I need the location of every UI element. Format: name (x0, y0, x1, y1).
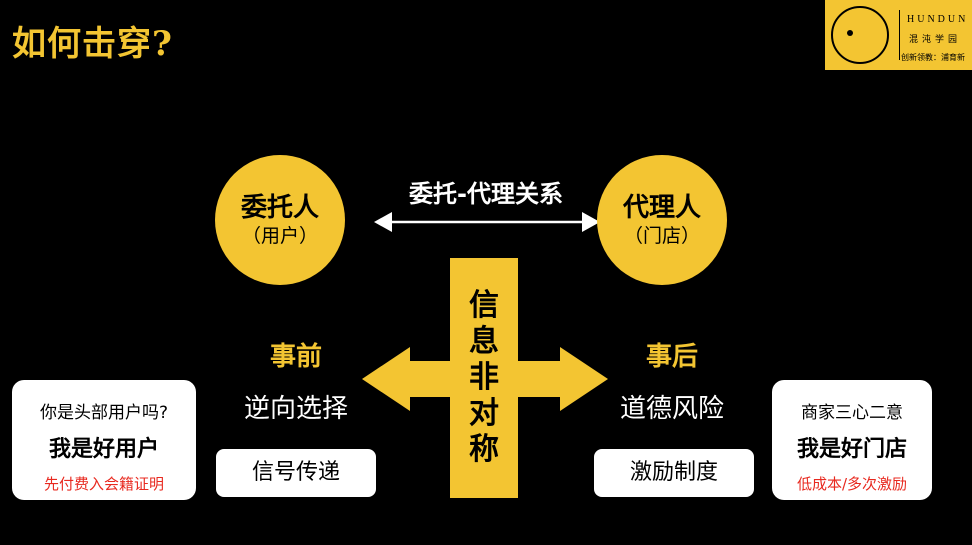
page-title: 如何击穿? (12, 24, 173, 64)
left-card-remark: 先付费入会籍证明 (43, 475, 164, 493)
relation-label: 委托-代理关系 (409, 180, 563, 208)
left-card-question: 你是头部用户吗? (39, 403, 169, 423)
agent-circle: 代理人 （门店） (597, 155, 727, 285)
right-solution: 激励制度 (594, 449, 754, 497)
left-concept: 逆向选择 (243, 394, 348, 424)
logo-cn: 混沌学园 (909, 35, 962, 45)
left-card: 你是头部用户吗? 我是好用户 先付费入会籍证明 (12, 380, 196, 500)
logo-en: HUNDUN (907, 14, 969, 25)
logo-slogan: 创新领教：浦育新 (901, 53, 965, 62)
principal-sub: （用户） (241, 225, 318, 247)
center-char: 称 (469, 432, 499, 467)
right-concept: 道德风险 (619, 394, 724, 424)
agent-label: 代理人 (622, 193, 701, 223)
agent-sub: （门店） (623, 225, 700, 247)
logo-circle-icon (831, 6, 889, 64)
left-card-answer: 我是好用户 (48, 437, 159, 462)
logo-divider (899, 10, 900, 60)
center-char: 对 (469, 396, 499, 431)
hundun-logo: HUNDUN 混沌学园 创新领教：浦育新 (825, 0, 972, 70)
right-card: 商家三心二意 我是好门店 低成本/多次激励 (772, 380, 932, 500)
info-asymmetry-text: 信 息 非 对 称 (450, 288, 518, 468)
center-char: 息 (469, 324, 499, 359)
center-char: 信 (469, 288, 499, 323)
left-solution: 信号传递 (216, 449, 376, 497)
left-phase: 事前 (269, 342, 322, 372)
principal-label: 委托人 (240, 193, 319, 223)
info-asymmetry-bar: 信 息 非 对 称 (450, 258, 518, 498)
right-card-answer: 我是好门店 (796, 437, 907, 462)
relation-arrow (374, 212, 600, 232)
center-char: 非 (469, 360, 499, 395)
principal-circle: 委托人 （用户） (215, 155, 345, 285)
right-card-question: 商家三心二意 (801, 403, 903, 423)
right-phase: 事后 (645, 342, 698, 372)
right-card-remark: 低成本/多次激励 (796, 475, 908, 493)
